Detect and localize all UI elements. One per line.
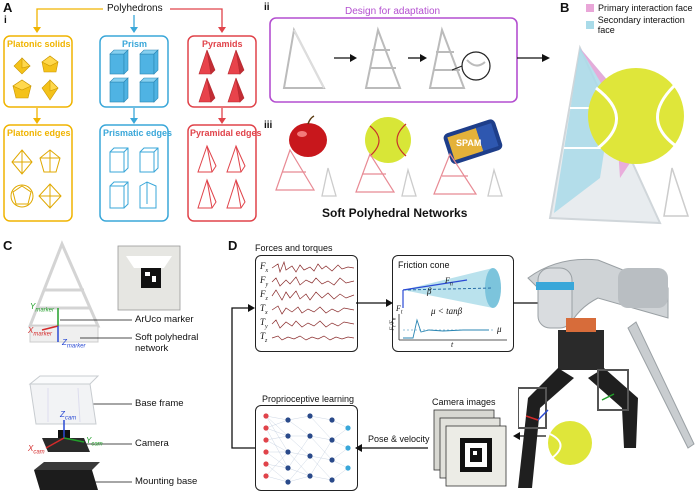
panel-c-exploded-view	[27, 240, 181, 490]
panel-d-label: D	[228, 238, 238, 253]
x-marker-symbol: X	[28, 326, 34, 335]
z-cam-label: Zcam	[60, 410, 76, 422]
signal-tz: Tz	[260, 331, 267, 344]
mounting-base-label: Mounting base	[135, 476, 198, 487]
panel-c-label: C	[3, 238, 13, 253]
legend-secondary-text: Secondary interaction face	[597, 15, 685, 35]
signal-ty-sym: T	[260, 317, 266, 327]
camera-images-stack	[433, 409, 507, 487]
signal-ty: Ty	[260, 317, 268, 330]
signal-fy-sym: F	[260, 275, 266, 285]
panel-a-tree	[3, 8, 257, 222]
y-cam-symbol: Y	[86, 436, 92, 445]
signal-fx-sub: x	[265, 267, 269, 274]
panel-b-label: B	[560, 0, 570, 15]
x-cam-label: Xcam	[28, 444, 45, 456]
signal-fy-sub: y	[265, 281, 269, 288]
pyramidal-edge-shapes	[197, 144, 246, 209]
x-cam-symbol: X	[28, 444, 34, 453]
legend-primary-swatch	[586, 4, 594, 12]
learning-title: Proprioceptive learning	[262, 394, 355, 404]
force-signal-plot	[271, 260, 355, 341]
soft-polyhedral-networks-title: Soft Polyhedral Networks	[322, 206, 468, 220]
forces-title: Forces and torques	[255, 243, 333, 253]
panel-d-flow-arrows	[231, 299, 546, 452]
z-marker-sub: marker	[66, 343, 86, 350]
beta-label: β	[427, 286, 432, 296]
pyramid-shapes	[198, 49, 245, 103]
platonic-edge-shapes	[10, 149, 62, 209]
soft-polyhedral-network-label: Soft polyhedral network	[135, 332, 199, 354]
legend-secondary: Secondary interaction face	[586, 15, 700, 35]
signal-tx-sym: T	[260, 303, 266, 313]
ft-sym: F	[396, 304, 401, 313]
x-cam-sub: cam	[33, 449, 45, 456]
pose-velocity-label: Pose & velocity	[368, 434, 430, 444]
legend-primary-text: Primary interaction face	[598, 3, 693, 13]
signal-fy: Fy	[260, 275, 268, 288]
panel-a-sub-i: i	[4, 15, 7, 26]
prism-shapes	[109, 49, 159, 103]
prismatic-edges-label: Prismatic edges	[103, 128, 173, 138]
z-marker-symbol: Z	[62, 338, 67, 347]
y-cam-label: Ycam	[86, 436, 103, 448]
signal-tx-sub: x	[265, 309, 268, 316]
panel-b-illustration	[548, 44, 690, 225]
legend-secondary-swatch	[586, 21, 594, 29]
signal-fz-sub: z	[265, 295, 268, 302]
panel-a-label: A	[3, 0, 13, 15]
aruco-marker-label: ArUco marker	[135, 314, 194, 325]
y-marker-label: Ymarker	[30, 302, 54, 314]
x-marker-sub: marker	[33, 331, 53, 338]
panel-a-sub-ii: ii	[264, 2, 270, 13]
signal-fz: Fz	[260, 289, 268, 302]
design-for-adaptation-title: Design for adaptation	[345, 6, 441, 17]
platonic-solids-label: Platonic solids	[7, 39, 71, 49]
mu-condition-label: μ < tanβ	[431, 306, 463, 316]
signal-ty-sub: y	[265, 323, 268, 330]
camera-label: Camera	[135, 438, 169, 449]
signal-tz-sub: z	[265, 337, 268, 344]
ft-label: Ft	[396, 304, 403, 316]
fn-label: Fn	[445, 276, 453, 288]
fn-sub: n	[449, 281, 453, 288]
base-frame-label: Base frame	[135, 398, 184, 409]
camera-images-title: Camera images	[432, 397, 496, 407]
signal-fx: Fx	[260, 261, 268, 274]
pyramidal-edges-label: Pyramidal edges	[190, 128, 262, 138]
y-marker-symbol: Y	[30, 302, 36, 311]
prismatic-edge-shapes	[109, 147, 159, 209]
panel-a-sub-iii: iii	[264, 120, 273, 131]
z-cam-sub: cam	[64, 415, 77, 422]
time-axis-label: t	[451, 340, 454, 349]
y-marker-sub: marker	[35, 307, 55, 314]
prism-label: Prism	[122, 39, 148, 49]
ft-sub: t	[400, 309, 403, 316]
platonic-solid-shapes	[12, 55, 59, 101]
z-marker-label: Zmarker	[62, 338, 86, 350]
pyramids-label: Pyramids	[202, 39, 243, 49]
legend-primary: Primary interaction face	[586, 3, 693, 13]
grasp-examples: SPAM	[275, 115, 503, 197]
signal-tz-sym: T	[260, 331, 266, 341]
signal-tx: Tx	[260, 303, 268, 316]
friction-cone-diagram	[398, 268, 507, 341]
y-cam-sub: cam	[91, 441, 103, 448]
signal-fz-sym: F	[260, 289, 266, 299]
z-cam-symbol: Z	[60, 410, 65, 419]
signal-fx-sym: F	[260, 261, 266, 271]
fn-sym: F	[445, 276, 450, 285]
mu-label: μ	[497, 324, 502, 334]
polyhedrons-title: Polyhedrons	[107, 3, 163, 14]
robot-gripper-illustration	[518, 258, 695, 488]
x-marker-label: Xmarker	[28, 326, 52, 338]
neural-network-diagram	[263, 413, 351, 485]
friction-cone-title: Friction cone	[398, 260, 450, 270]
platonic-edges-label: Platonic edges	[7, 128, 71, 138]
design-adaptation-diagram	[269, 17, 550, 103]
can-label: SPAM	[456, 138, 481, 148]
